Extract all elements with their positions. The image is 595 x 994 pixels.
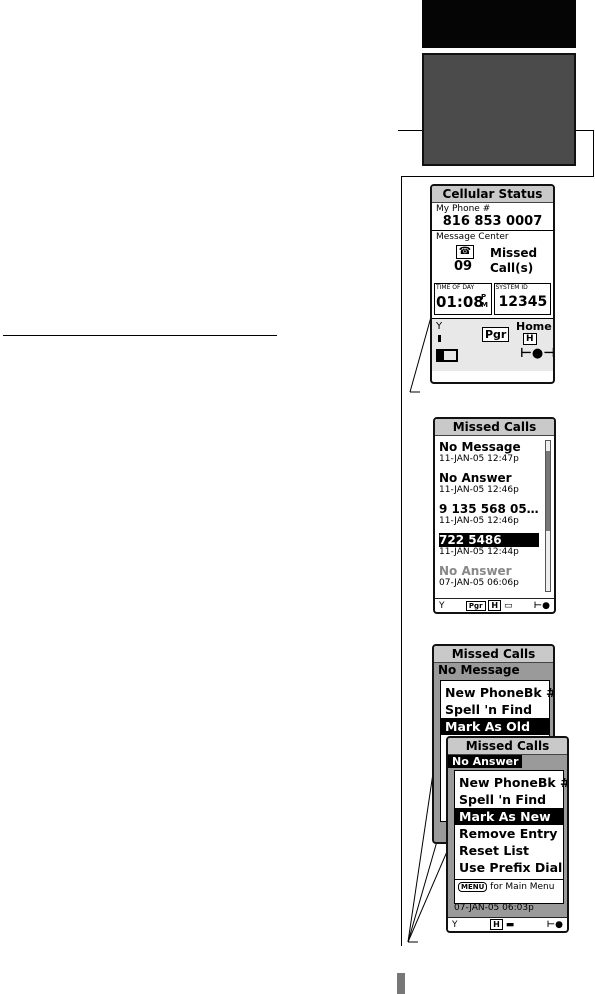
battery-icon	[436, 349, 458, 362]
list-item-selected[interactable]: 722 5486 11-JAN-05 12:44p	[439, 533, 554, 564]
missed-label: Missed	[490, 246, 538, 260]
leader-line	[593, 130, 594, 176]
antenna-icon: ⊢●	[533, 600, 550, 611]
phone-icon: ☎	[456, 245, 474, 259]
menu-item-selected[interactable]: Mark As Old	[441, 718, 549, 735]
bottom-entry-date: 07-JAN-05 06:03p	[454, 903, 534, 913]
page-marker	[397, 973, 405, 994]
home-label: Home	[516, 320, 552, 333]
battery-icon: ▬	[505, 919, 515, 930]
my-phone-number: 816 853 0007	[442, 214, 543, 229]
pager-indicator: Pgr	[465, 600, 486, 611]
menu-item[interactable]: Reset List	[459, 843, 530, 858]
menu-footer: MENU for Main Menu	[455, 879, 563, 894]
antenna-icon: ⊢●	[546, 919, 563, 930]
time-suffix-top: P	[481, 293, 487, 301]
entry-date: 11-JAN-05 12:46p	[439, 485, 519, 495]
entry-date: 11-JAN-05 12:44p	[439, 547, 519, 557]
leader-line	[401, 176, 594, 177]
entry-date: 07-JAN-05 06:06p	[439, 578, 519, 588]
pager-indicator: Pgr	[482, 327, 510, 342]
menu-item[interactable]: Spell 'n Find	[459, 792, 547, 807]
entry-name: 722 5486	[439, 533, 539, 547]
time-label: TIME OF DAY	[436, 284, 475, 291]
first-entry: No Answer	[448, 755, 522, 768]
entry-name: No Answer	[439, 471, 512, 485]
system-id-field: SYSTEM ID 12345	[493, 283, 551, 315]
signal-icon: Y	[452, 919, 458, 930]
menu-item[interactable]: Spell 'n Find	[445, 702, 533, 717]
header-black-block	[422, 0, 576, 48]
list-item[interactable]: No Answer 07-JAN-05 06:06p	[439, 564, 554, 595]
screen-title: Missed Calls	[434, 646, 553, 663]
screen-title: Missed Calls	[448, 738, 567, 755]
home-badge: H	[490, 918, 503, 930]
home-badge: H	[523, 333, 537, 345]
calls-label: Call(s)	[490, 261, 534, 275]
menu-item[interactable]: New PhoneBk #	[459, 775, 569, 790]
vertical-rule	[401, 176, 402, 946]
time-suffix-bottom: M	[481, 301, 488, 309]
entry-name: 9 135 568 05…	[439, 502, 539, 516]
entry-date: 11-JAN-05 12:46p	[439, 516, 519, 526]
menu-item-selected[interactable]: Mark As New	[455, 808, 563, 825]
menu-key: MENU	[458, 882, 488, 892]
home-badge: H	[488, 599, 502, 611]
menu-item[interactable]: Use Prefix Dial	[459, 860, 563, 875]
list-item[interactable]: No Message 11-JAN-05 12:47p	[439, 440, 554, 471]
list-item[interactable]: No Answer 11-JAN-05 12:46p	[439, 471, 554, 502]
screen-title: Cellular Status	[432, 186, 553, 203]
entry-date: 11-JAN-05 12:47p	[439, 454, 519, 464]
time-of-day-field: TIME OF DAY 01:08 P M	[434, 283, 492, 315]
message-center-label: Message Center	[436, 232, 509, 242]
missed-calls-screen: Missed Calls No Message 11-JAN-05 12:47p…	[433, 417, 556, 614]
signal-bar-icon	[438, 335, 441, 342]
menu-item[interactable]: Remove Entry	[459, 826, 558, 841]
cellular-status-screen: Cellular Status My Phone # 816 853 0007 …	[430, 184, 555, 384]
entry-name: No Message	[439, 440, 521, 454]
my-phone-label: My Phone #	[436, 204, 491, 214]
missed-count: 09	[454, 259, 473, 274]
context-menu: New PhoneBk # Spell 'n Find Mark As New …	[454, 770, 569, 904]
system-value: 12345	[498, 294, 548, 310]
signal-icon: Y	[439, 600, 445, 611]
antenna-icon: ⊢●⊣	[520, 346, 555, 361]
divider-rule	[3, 335, 277, 336]
header-gray-block	[422, 53, 576, 166]
menu-footer-text: for Main Menu	[490, 882, 555, 892]
battery-icon: ▭	[503, 600, 513, 611]
menu-item[interactable]: New PhoneBk #	[445, 685, 555, 700]
leader-line	[576, 130, 593, 131]
time-value: 01:08	[436, 293, 484, 311]
screen-title: Missed Calls	[435, 419, 554, 436]
signal-icon: Y	[436, 321, 443, 332]
missed-calls-menu-screen-front: Missed Calls No Answer New PhoneBk # Spe…	[446, 736, 569, 933]
first-entry: No Message	[438, 663, 520, 677]
system-label: SYSTEM ID	[495, 284, 528, 291]
list-item[interactable]: 9 135 568 05… 11-JAN-05 12:46p	[439, 502, 554, 533]
scrollbar[interactable]	[545, 440, 551, 592]
entry-name: No Answer	[439, 564, 512, 578]
leader-line	[398, 130, 422, 131]
